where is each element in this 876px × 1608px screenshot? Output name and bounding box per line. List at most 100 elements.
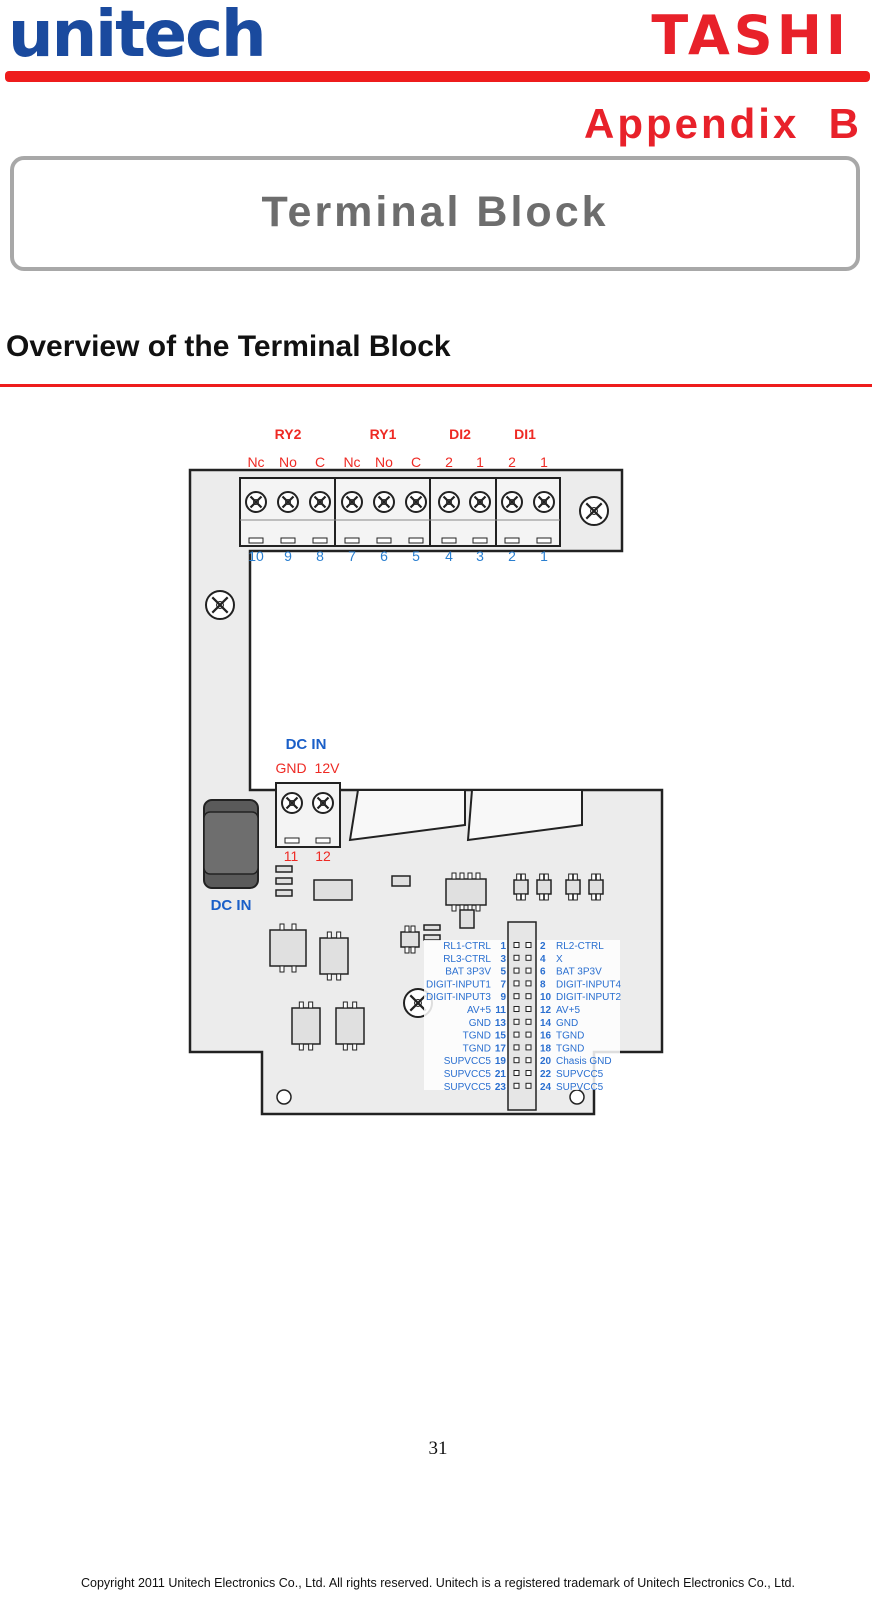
unitech-logo: unitech: [8, 0, 267, 72]
header-pin: [513, 1006, 520, 1012]
screw-slash: [505, 495, 519, 509]
terminal-screw-icon: [469, 491, 491, 513]
screw-center: [317, 499, 323, 505]
header-pin-number: 22: [540, 1069, 552, 1080]
chip-leg: [410, 946, 416, 954]
mounting-screw-icon: [579, 496, 609, 526]
chip-leg: [516, 873, 522, 881]
smd-part: [391, 875, 411, 887]
header-pin: [513, 1031, 520, 1038]
screw-slash: [409, 495, 423, 509]
chip-leg: [326, 973, 332, 981]
chip-leg: [516, 893, 522, 901]
dc-slot: [284, 837, 300, 844]
header-pin: [525, 1006, 532, 1012]
dc-jack-face: [203, 811, 259, 875]
dc-in-title: DC IN: [286, 736, 327, 753]
terminal-group-label: RY1: [370, 426, 397, 442]
terminal-pin-number: 7: [348, 548, 356, 564]
header-pin-number: 10: [540, 992, 552, 1003]
header-pin-label: TGND: [463, 1031, 491, 1042]
header-pin: [513, 1070, 520, 1076]
header-pin-number: 3: [500, 954, 506, 965]
header-rule: [5, 71, 870, 82]
chapter-title-box: Terminal Block: [10, 156, 860, 271]
terminal-slot: [376, 537, 392, 544]
chip-leg: [342, 1043, 348, 1051]
screw-center: [289, 800, 295, 806]
terminal-pin-label: C: [315, 454, 325, 470]
header-pin-number: 18: [540, 1043, 552, 1054]
section-heading: Overview of the Terminal Block: [6, 330, 451, 363]
header-pin-label: SUPVCC5: [444, 1069, 492, 1080]
screw-slash: [377, 495, 391, 509]
header-pin-number: 17: [495, 1043, 507, 1054]
header-pin-number: 11: [495, 1005, 506, 1016]
header-pin-number: 5: [500, 967, 506, 978]
terminal-pin-number: 1: [540, 548, 548, 564]
header-pin: [513, 1018, 520, 1025]
terminal-screw-icon: [438, 491, 460, 513]
screw-slash: [281, 495, 295, 509]
header-pin-label: TGND: [463, 1043, 491, 1054]
terminal-slot: [408, 537, 424, 544]
terminal-screw-icon: [309, 491, 331, 513]
header-pin-label: AV+5: [556, 1005, 580, 1016]
header-pin: [525, 993, 532, 1000]
chip-leg: [591, 873, 597, 881]
terminal-screw-icon: [533, 491, 555, 513]
chip-leg: [352, 1043, 358, 1051]
header-pin-label: Chasis GND: [556, 1056, 612, 1067]
chip-leg: [539, 893, 545, 901]
screw-center: [320, 800, 326, 806]
chip-leg: [595, 893, 601, 901]
header-pin-label: BAT 3P3V: [445, 967, 491, 978]
dc-screw-icon: [312, 792, 334, 814]
capacitor: [291, 1007, 321, 1045]
header-pin-label: DIGIT-INPUT4: [556, 979, 621, 990]
chip-leg: [467, 872, 473, 880]
chip-leg: [572, 873, 578, 881]
capacitor: [269, 929, 307, 967]
header-pin: [525, 954, 532, 961]
screw-center: [414, 999, 422, 1007]
header-pin: [525, 1082, 532, 1089]
header-pin-label: GND: [556, 1018, 578, 1029]
chip-leg: [451, 904, 457, 912]
smd-part: [423, 924, 441, 931]
chip-leg: [336, 973, 342, 981]
chip-leg: [451, 872, 457, 880]
page-number: 31: [428, 1438, 448, 1459]
header-pin: [525, 942, 532, 948]
terminal-pin-number: 5: [412, 548, 420, 564]
smd-part: [459, 909, 475, 929]
terminal-pin-label: 2: [445, 454, 453, 470]
dc-pin-number: 11: [284, 848, 299, 864]
terminal-slot: [280, 537, 296, 544]
chip-leg: [298, 1043, 304, 1051]
header-pin-label: SUPVCC5: [556, 1069, 604, 1080]
terminal-pin-label: 1: [540, 454, 548, 470]
chip-leg: [279, 965, 285, 973]
header-pin-number: 6: [540, 967, 546, 978]
header-pin-label: RL1-CTRL: [443, 941, 491, 952]
header-pin: [525, 967, 532, 974]
screw-slash: [442, 495, 456, 509]
header-pin-number: 15: [495, 1031, 507, 1042]
terminal-group-label: DI1: [514, 426, 536, 442]
terminal-pin-label: Nc: [343, 454, 360, 470]
chip-leg: [352, 1001, 358, 1009]
chapter-title: Terminal Block: [261, 188, 609, 236]
terminal-screw-icon: [405, 491, 427, 513]
terminal-slot: [441, 537, 457, 544]
header-pin-label: X: [556, 954, 563, 965]
header-pin-label: TGND: [556, 1031, 584, 1042]
terminal-group-label: DI2: [449, 426, 471, 442]
header-pin: [513, 954, 520, 961]
dc-pin-label: GND: [275, 760, 306, 776]
header-pin-number: 16: [540, 1031, 552, 1042]
header-pin-number: 9: [500, 992, 506, 1003]
terminal-pin-number: 4: [445, 548, 453, 564]
